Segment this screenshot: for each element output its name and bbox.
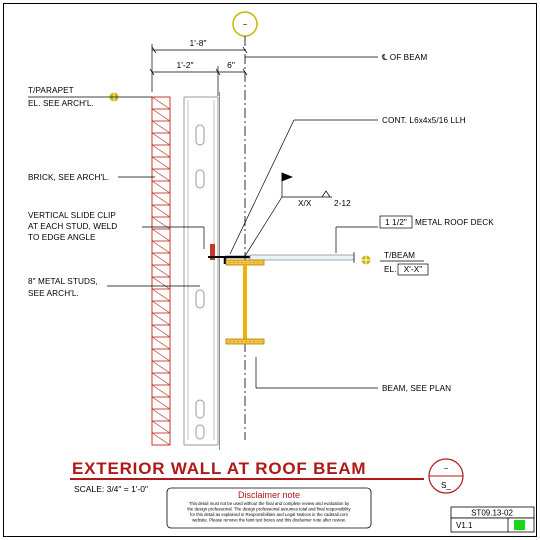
label-clip-line1: VERTICAL SLIDE CLIP	[28, 211, 116, 220]
brick-veneer	[151, 96, 171, 446]
sheet-number: ST09.13-02	[471, 509, 513, 518]
disclaimer-note: Disclaimer note This detail must not be …	[166, 487, 372, 529]
label-clip-line2: AT EACH STUD, WELD	[28, 222, 117, 231]
label-weld-ref: X/X	[298, 199, 312, 208]
label-beam: BEAM, SEE PLAN	[382, 384, 451, 393]
dimension-stud-zone: 1'-2"	[177, 60, 194, 70]
disclaimer-line: website. Please remove the faint text bo…	[192, 518, 346, 523]
disclaimer-line: This detail must not be used without the…	[189, 501, 350, 506]
label-weld-size: 2-12	[334, 199, 351, 208]
label-tbeam-el: EL.	[384, 265, 397, 274]
label-brick: BRICK, SEE ARCH'L.	[28, 173, 109, 182]
dimension-strings	[149, 44, 248, 96]
title-block: ST09.13-02 V1.1	[450, 506, 535, 533]
metal-stud	[183, 96, 219, 446]
label-edge-angle: CONT. L6x4x5/16 LLH	[382, 116, 466, 125]
dimension-overall: 1'-8"	[190, 38, 207, 48]
dimension-offset: 6"	[227, 60, 235, 70]
status-indicator	[514, 520, 525, 530]
section-bubble-top: −	[444, 464, 449, 473]
label-clip-line3: TO EDGE ANGLE	[28, 233, 96, 242]
drawing-border	[3, 3, 537, 537]
disclaimer-line: for this detail as explained in Responsi…	[190, 512, 348, 517]
label-studs-line1: 8" METAL STUDS,	[28, 277, 98, 286]
label-parapet: T/PARAPET	[28, 86, 74, 95]
drawing-scale: SCALE: 3/4" = 1'-0"	[74, 484, 148, 494]
disclaimer-line: the design professional. The design prof…	[187, 507, 351, 512]
grid-bubble-label: −	[243, 20, 248, 29]
label-parapet-el: EL. SEE ARCH'L.	[28, 99, 94, 108]
metal-roof-deck	[249, 252, 355, 263]
leader-lines	[107, 56, 378, 389]
label-tbeam: T/BEAM	[384, 251, 415, 260]
drawing-title: EXTERIOR WALL AT ROOF BEAM	[72, 459, 366, 478]
section-bubble: − S_	[428, 458, 464, 494]
tbeam-target-icon	[361, 255, 371, 265]
roof-beam	[225, 259, 265, 345]
grid-bubble: −	[232, 11, 258, 37]
edge-angle	[223, 255, 252, 264]
disclaimer-title: Disclaimer note	[238, 490, 300, 500]
label-tbeam-value: X'-X"	[404, 265, 423, 274]
label-deck: METAL ROOF DECK	[415, 218, 494, 227]
section-bubble-bottom: S_	[441, 481, 451, 490]
version-label: V1.1	[456, 521, 473, 530]
label-deck-size: 1 1/2"	[385, 218, 407, 227]
label-centerline: ℄ OF BEAM	[381, 53, 427, 62]
label-studs-line2: SEE ARCH'L.	[28, 289, 79, 298]
